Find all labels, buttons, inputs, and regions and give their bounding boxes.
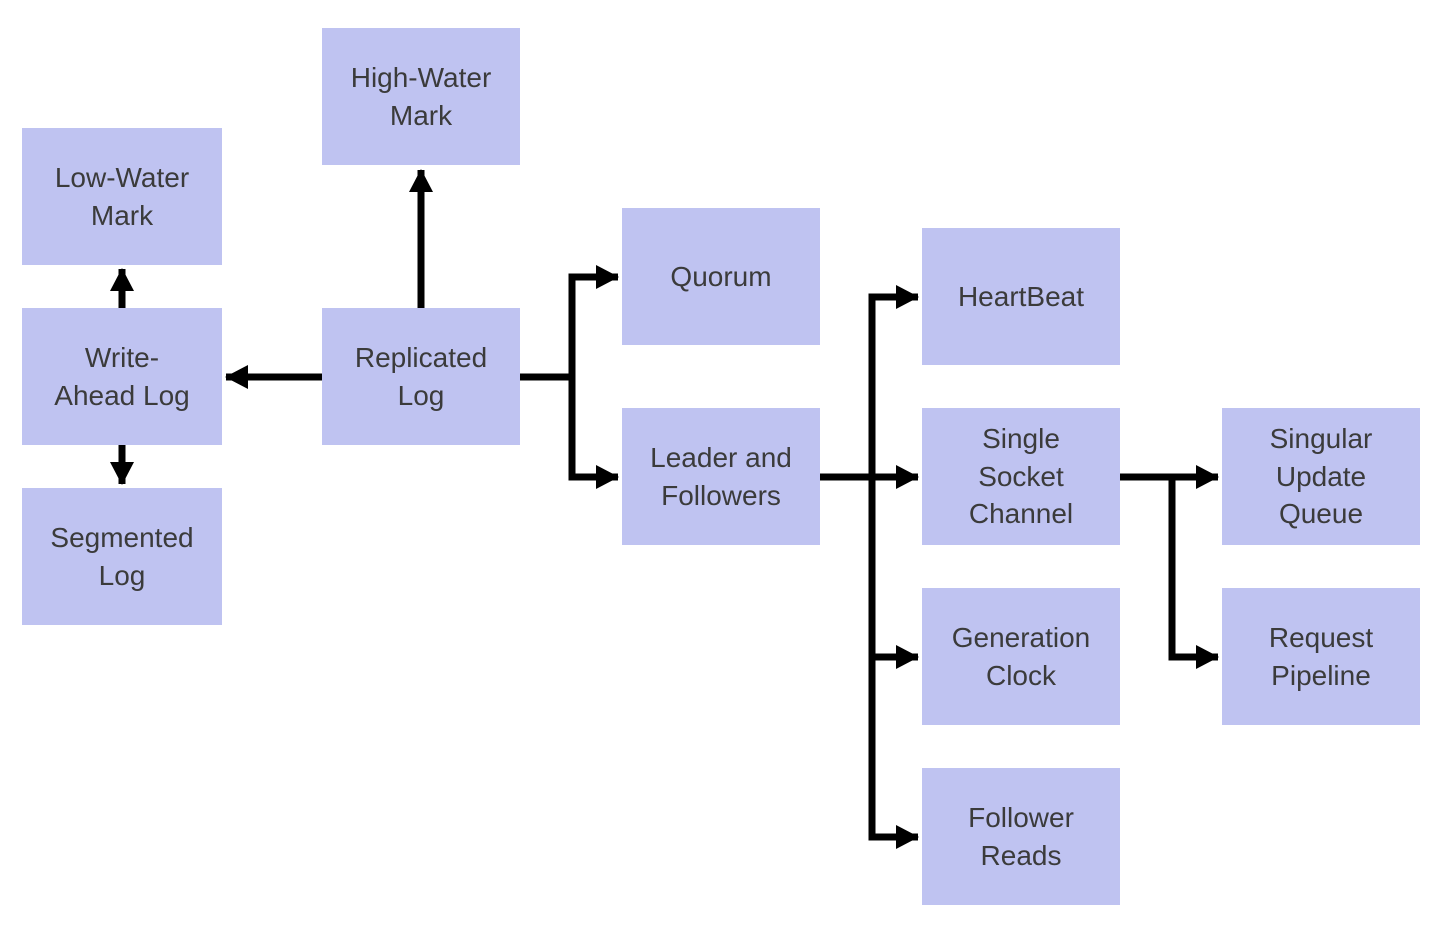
edge-leader-and-followers-heartbeat <box>818 285 919 481</box>
node-follower-reads: Follower Reads <box>922 768 1120 905</box>
node-generation-clock-label: Generation Clock <box>951 621 1091 691</box>
node-generation-clock: Generation Clock <box>922 588 1120 725</box>
node-follower-reads-label: Follower Reads <box>968 801 1074 871</box>
node-replicated-log-label: Replicated Log <box>354 341 488 411</box>
node-low-water-mark: Low-Water Mark <box>22 128 222 265</box>
node-quorum-label: Quorum <box>670 260 772 292</box>
node-quorum: Quorum <box>622 208 820 345</box>
node-high-water-mark: High-Water Mark <box>322 28 520 165</box>
node-request-pipeline-label: Request Pipeline <box>1268 621 1374 691</box>
node-high-water-mark-label: High-Water Mark <box>350 61 492 131</box>
node-leader-and-followers: Leader and Followers <box>622 408 820 545</box>
node-singular-update-queue-label: Singular Update Queue <box>1269 422 1373 530</box>
node-single-socket-channel: Single Socket Channel <box>922 408 1120 545</box>
node-request-pipeline: Request Pipeline <box>1222 588 1420 725</box>
node-low-water-mark-label: Low-Water Mark <box>54 161 190 231</box>
node-segmented-log-label: Segmented Log <box>50 521 194 591</box>
edge-replicated-log-leader-and-followers <box>518 373 619 489</box>
node-leader-and-followers-label: Leader and Followers <box>650 441 792 511</box>
node-single-socket-channel-label: Single Socket Channel <box>968 422 1074 530</box>
node-write-ahead-log-label: Write- Ahead Log <box>54 341 190 411</box>
edge-replicated-log-quorum <box>518 265 619 381</box>
edge-leader-and-followers-generation-clock <box>818 473 919 669</box>
edge-single-socket-channel-request-pipeline <box>1118 473 1219 669</box>
node-replicated-log: Replicated Log <box>322 308 520 445</box>
node-heartbeat: HeartBeat <box>922 228 1120 365</box>
node-write-ahead-log: Write- Ahead Log <box>22 308 222 445</box>
node-heartbeat-label: HeartBeat <box>957 280 1085 312</box>
node-singular-update-queue: Singular Update Queue <box>1222 408 1420 545</box>
edge-leader-and-followers-follower-reads <box>818 473 919 849</box>
node-segmented-log: Segmented Log <box>22 488 222 625</box>
